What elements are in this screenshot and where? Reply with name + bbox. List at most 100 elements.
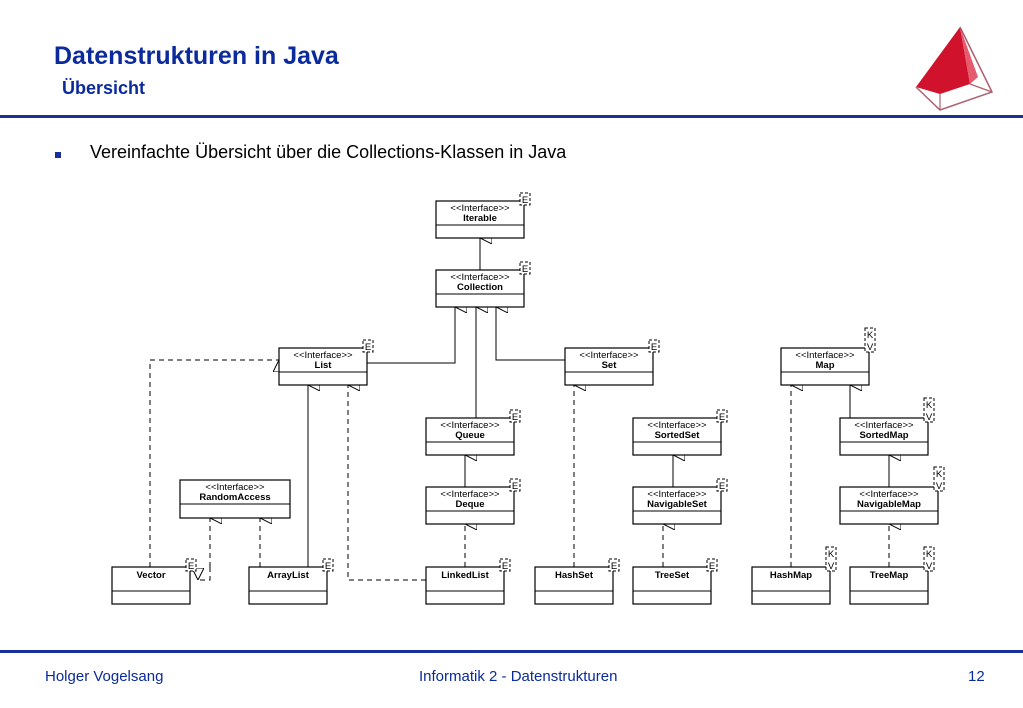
template-param-box	[499, 558, 511, 572]
uml-box-frame	[632, 486, 722, 525]
footer-rule	[0, 650, 1023, 653]
footer-author: Holger Vogelsang	[45, 668, 164, 685]
uml-name: ArrayList	[267, 570, 310, 581]
uml-box-iterable: <<Interface>>Iterable E	[435, 192, 531, 239]
uml-stereotype: <<Interface>>	[795, 350, 855, 361]
uml-box-frame	[425, 566, 505, 605]
logo-icon	[915, 26, 994, 111]
uml-box-frame	[435, 269, 525, 308]
uml-box-navigableset: <<Interface>>NavigableSet E	[632, 478, 728, 525]
template-param-box	[509, 478, 521, 492]
uml-box-arraylist: ArrayList E	[248, 558, 334, 605]
uml-stereotype: <<Interface>>	[450, 203, 510, 214]
footer-course: Informatik 2 - Datenstrukturen	[419, 668, 618, 685]
uml-box-frame	[425, 486, 515, 525]
template-param-box	[706, 558, 718, 572]
uml-box-frame	[564, 347, 654, 386]
uml-name: NavigableMap	[857, 499, 921, 510]
template-param: E	[502, 561, 508, 572]
uml-stereotype: <<Interface>>	[440, 420, 500, 431]
uml-box-randomaccess: <<Interface>>RandomAccess	[179, 479, 291, 519]
uml-box-map: <<Interface>>Map KV	[780, 327, 876, 386]
uml-name: HashMap	[770, 570, 812, 581]
uml-name: HashSet	[555, 570, 594, 581]
template-param: E	[325, 561, 331, 572]
realization-arrow	[347, 385, 426, 581]
template-param: E	[709, 561, 715, 572]
uml-box-frame	[751, 566, 831, 605]
template-param: V	[936, 481, 943, 492]
template-param-box	[509, 409, 521, 423]
template-param: E	[651, 342, 657, 353]
uml-box-frame	[435, 200, 525, 239]
uml-name: NavigableSet	[647, 499, 707, 510]
uml-name: TreeMap	[870, 570, 909, 581]
realization-arrow	[198, 567, 211, 581]
template-param: K	[867, 330, 874, 341]
template-param: E	[188, 561, 194, 572]
uml-stereotype: <<Interface>>	[440, 489, 500, 500]
uml-name: Iterable	[463, 213, 497, 224]
uml-box-hashmap: HashMap KV	[751, 546, 837, 605]
template-param-box	[923, 397, 935, 423]
template-param-box	[923, 546, 935, 572]
template-param: K	[828, 549, 835, 560]
uml-box-frame	[278, 347, 368, 386]
uml-box-frame	[780, 347, 870, 386]
uml-box-frame	[632, 566, 712, 605]
template-param: E	[719, 412, 725, 423]
template-param-box	[648, 339, 660, 353]
template-param: K	[936, 469, 943, 480]
template-param: E	[522, 195, 528, 206]
bullet-marker	[55, 152, 61, 158]
template-param: K	[926, 549, 933, 560]
template-param-box	[185, 558, 197, 572]
uml-box-frame	[839, 486, 939, 525]
template-param-box	[519, 261, 531, 275]
page-number: 12	[968, 668, 985, 685]
template-param-box	[933, 466, 945, 492]
template-param-box	[825, 546, 837, 572]
template-param-box	[608, 558, 620, 572]
bullet-text: Vereinfachte Übersicht über die Collecti…	[90, 142, 567, 162]
template-param: E	[719, 481, 725, 492]
uml-stereotype: <<Interface>>	[859, 489, 919, 500]
uml-name: List	[315, 360, 333, 371]
uml-box-frame	[839, 417, 929, 456]
uml-stereotype: <<Interface>>	[579, 350, 639, 361]
template-param-box	[519, 192, 531, 206]
template-param: V	[867, 342, 874, 353]
uml-name: Set	[602, 360, 618, 371]
template-param-box	[362, 339, 374, 353]
template-param: K	[926, 400, 933, 411]
template-param: E	[522, 264, 528, 275]
uml-stereotype: <<Interface>>	[205, 482, 265, 493]
template-param-box	[322, 558, 334, 572]
template-param: V	[828, 561, 835, 572]
uml-stereotype: <<Interface>>	[647, 420, 707, 431]
header-rule	[0, 115, 1023, 118]
uml-box-frame	[111, 566, 191, 605]
uml-box-set: <<Interface>>Set E	[564, 339, 660, 386]
uml-name: Map	[816, 360, 835, 371]
generalization-arrow	[367, 307, 455, 364]
uml-box-frame	[425, 417, 515, 456]
uml-box-frame	[248, 566, 328, 605]
uml-box-frame	[632, 417, 722, 456]
template-param: V	[926, 412, 933, 423]
uml-box-frame	[179, 479, 291, 519]
template-param-box	[716, 409, 728, 423]
uml-stereotype: <<Interface>>	[854, 420, 914, 431]
uml-stereotype: <<Interface>>	[647, 489, 707, 500]
template-param-box	[864, 327, 876, 353]
